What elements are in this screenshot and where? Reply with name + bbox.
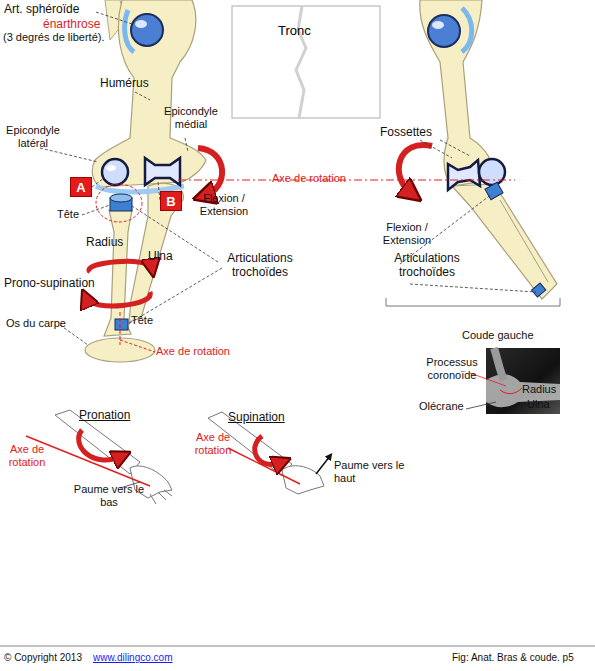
callout-letter: B (160, 191, 182, 211)
leader-line (185, 138, 188, 152)
axis-label: Axe de rotation (188, 431, 238, 457)
movement-name: Flexion / Extension (193, 192, 255, 218)
trunk-box-drawing (232, 6, 380, 118)
leader-line (120, 340, 155, 352)
joint-highlight (106, 165, 116, 171)
node-text: B (166, 194, 175, 209)
node-text: Tronc (278, 23, 311, 38)
leader-line (466, 402, 496, 409)
bone-name: Os du carpe (6, 317, 66, 330)
figure-caption: Fig: Anat. Bras & coude. p5 (452, 652, 574, 664)
xray-humerus (494, 348, 504, 380)
left-humerus (92, 0, 206, 187)
joint-type: énarthrose (43, 17, 100, 31)
trochlea-joint (448, 160, 480, 190)
part-name: Epicondyle latéral (0, 124, 66, 150)
xray-joint-line (500, 388, 522, 394)
joint-highlight (135, 20, 147, 28)
left-forearm (85, 158, 184, 362)
leader-line (420, 140, 452, 158)
joint-type: Articulations trochoïdes (381, 251, 473, 280)
leader-line (40, 148, 98, 162)
rotation-arrow (79, 430, 122, 460)
trunk-break-line (296, 6, 306, 118)
leader-line (92, 178, 104, 187)
bone-name: Radius (522, 383, 556, 396)
leader-line (128, 322, 130, 326)
callout-letter: A (70, 177, 92, 197)
trochlea-joint (145, 158, 180, 185)
movement-name: Flexion / Extension (376, 221, 438, 247)
bone-name: Radius (86, 235, 123, 249)
part-name: Tête (57, 208, 79, 221)
part-name: Fossettes (380, 125, 432, 139)
axis-label: Axe de rotation (272, 172, 346, 185)
glenoid-cartilage (462, 8, 472, 52)
rotation-axis (228, 448, 300, 484)
sketch-title: Pronation (79, 408, 130, 422)
copyright: © Copyright 2013 (4, 652, 82, 664)
joint-type: Articulations trochoïdes (214, 251, 306, 280)
radial-head-top (110, 194, 132, 202)
part-name: Tête (131, 314, 153, 327)
leader-line (135, 92, 150, 100)
rotation-arrow (255, 436, 282, 464)
capitulum-joint (102, 159, 128, 185)
leader-line (96, 12, 132, 24)
trunk-box: Tronc (232, 6, 380, 118)
forearm-bones (452, 184, 557, 299)
rotation-arrows (86, 145, 515, 352)
humerus-bone (92, 0, 206, 187)
interosseous-line (500, 200, 548, 282)
distal-joint (532, 283, 546, 297)
bone-name: Ulna (148, 249, 173, 263)
part-name: Olécrane (419, 400, 464, 413)
sketch-note: Paume vers le haut (334, 459, 408, 485)
part-name: Processus coronoïde (416, 356, 488, 382)
node-text: A (76, 180, 85, 195)
humeral-head-joint (428, 15, 460, 47)
finger-lines (150, 490, 172, 504)
radius-bone (104, 210, 132, 336)
sketch-title: Supination (228, 410, 285, 424)
highlight-circle (96, 184, 142, 222)
carpal-bones (85, 338, 155, 362)
xray-title: Coude gauche (462, 329, 534, 342)
flexion-arrow (198, 148, 222, 196)
humeral-head-joint (131, 14, 163, 46)
trunk-outline (232, 6, 380, 118)
movement-name: Prono-supination (4, 276, 95, 290)
axis-label: Axe de rotation (2, 443, 52, 469)
humerus-bone (420, 0, 493, 186)
pronosupination-arrow (86, 292, 150, 306)
hand-outline (282, 466, 324, 494)
leader-lines (40, 12, 536, 345)
sketch-note: Paume vers le bas (72, 483, 146, 509)
website: www.dilingco.com (93, 652, 172, 664)
axis-label: Axe de rotation (156, 345, 230, 358)
footer-rule (0, 646, 595, 647)
capitulum-joint (479, 159, 505, 185)
leader-line (440, 140, 470, 156)
bone-name: Ulna (527, 398, 550, 411)
xray-image (466, 348, 560, 414)
bracket (386, 298, 560, 306)
part-name: Epicondyle médial (158, 105, 224, 131)
elbow-axis-line (178, 180, 515, 181)
pronosupination-arrow (89, 261, 152, 272)
ulnar-head-joint (115, 319, 128, 330)
joint-highlight (432, 21, 444, 29)
xray-background (486, 348, 560, 414)
palm-up-arrow (316, 456, 330, 474)
flexion-arrow (399, 145, 432, 194)
bone-name: Humérus (100, 76, 149, 90)
joint-type: Art. sphéroïde (4, 2, 79, 16)
leader-line (410, 284, 536, 292)
leader-line (82, 205, 110, 215)
note: (3 degrés de liberté). (3, 31, 105, 44)
